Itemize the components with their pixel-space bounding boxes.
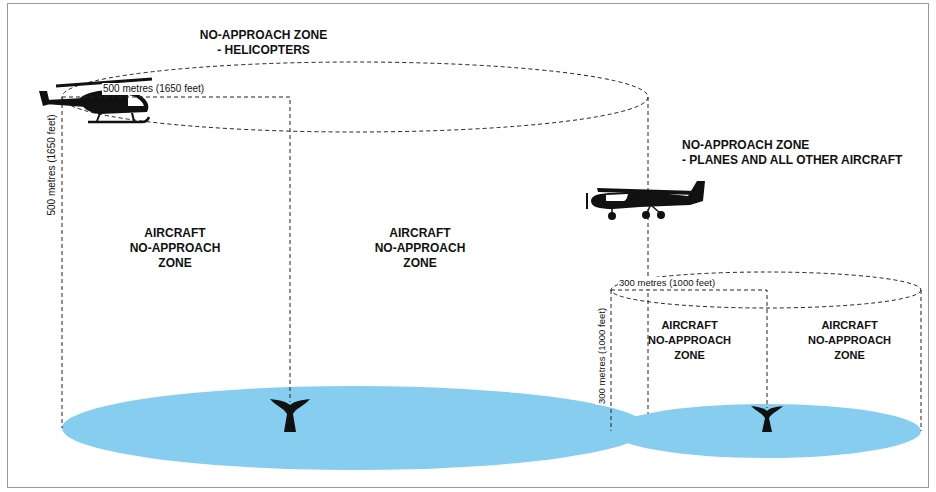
tail-boom <box>45 98 86 107</box>
water-surface <box>62 386 648 470</box>
line-spacer <box>725 318 737 333</box>
dimension-label: 300 metres (1000 feet) <box>619 277 715 288</box>
fuselage <box>591 181 705 209</box>
radius-line <box>62 97 290 402</box>
dimension-label: 500 metres (1650 feet) <box>46 114 57 215</box>
tail-fin <box>39 91 50 106</box>
zone-title: NO-APPROACH ZONE - PLANES AND ALL OTHER … <box>682 138 902 167</box>
zone-label: AIRCRAFT NO-APPROACH ZONE <box>808 319 891 361</box>
wheel <box>642 211 650 219</box>
dimension-box: 300 metres (1000 feet) <box>618 277 716 289</box>
line-spacer <box>211 226 225 241</box>
line-spacer <box>813 138 932 153</box>
line-spacer <box>802 318 814 333</box>
zone-side <box>62 97 63 428</box>
zone-label: AIRCRAFT NO-APPROACH ZONE <box>648 319 731 361</box>
wheel <box>657 211 665 219</box>
zone-side <box>648 97 649 428</box>
wing-strut <box>620 193 634 206</box>
text-box: AIRCRAFT NO-APPROACH ZONE <box>642 318 737 363</box>
whale-tail <box>270 399 310 432</box>
radius-line <box>611 290 767 408</box>
wheel <box>608 212 616 220</box>
line-spacer <box>642 318 654 333</box>
skid-strut <box>97 113 100 121</box>
plane-silhouette <box>587 181 705 220</box>
line-spacer <box>456 226 470 241</box>
zone-side <box>611 290 612 431</box>
line-spacer <box>125 226 139 241</box>
zone-title: NO-APPROACH ZONE - HELICOPTERS <box>200 28 327 57</box>
zone-label: AIRCRAFT NO-APPROACH ZONE <box>130 226 221 270</box>
dimension-box: 500 metres (1650 feet) <box>46 113 58 216</box>
dimension-box: 500 metres (1650 feet) <box>102 83 205 95</box>
line-spacer <box>885 318 897 333</box>
whale-tail <box>751 406 783 432</box>
line-spacer <box>370 226 384 241</box>
zone-side <box>921 290 922 431</box>
frame <box>8 4 929 488</box>
zone-label: AIRCRAFT NO-APPROACH ZONE <box>375 226 466 270</box>
water-surface <box>611 404 921 458</box>
cylinder-outline <box>62 62 648 472</box>
text-box: AIRCRAFT NO-APPROACH ZONE <box>370 226 470 271</box>
no-approach-cylinder: NO-APPROACH ZONE - HELICOPTERSAIRCRAFT N… <box>62 62 648 472</box>
propeller <box>586 193 588 209</box>
skid <box>88 117 149 122</box>
text-box: NO-APPROACH ZONE - PLANES AND ALL OTHER … <box>682 138 932 168</box>
skid-strut <box>132 113 134 121</box>
wing <box>597 188 697 195</box>
cabin-window <box>606 194 628 201</box>
dimension-box: 300 metres (1000 feet) <box>596 307 608 405</box>
text-box: NO-APPROACH ZONE - HELICOPTERS <box>198 28 329 58</box>
text-box: AIRCRAFT NO-APPROACH ZONE <box>802 318 897 363</box>
text-box: AIRCRAFT NO-APPROACH ZONE <box>125 226 225 271</box>
dimension-label: 300 metres (1000 feet) <box>596 308 607 404</box>
dimension-label: 500 metres (1650 feet) <box>103 83 204 94</box>
